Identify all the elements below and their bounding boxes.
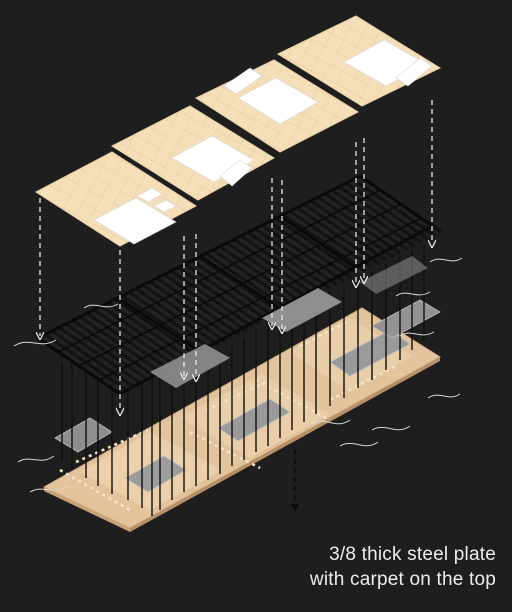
caption: 3/8 thick steel plate with carpet on the…	[310, 542, 496, 592]
caption-line-1: 3/8 thick steel plate	[310, 542, 496, 567]
steel-plate	[372, 300, 440, 338]
steel-plate	[55, 418, 112, 452]
caption-line-2: with carpet on the top	[310, 567, 496, 592]
steel-plate	[360, 256, 428, 294]
